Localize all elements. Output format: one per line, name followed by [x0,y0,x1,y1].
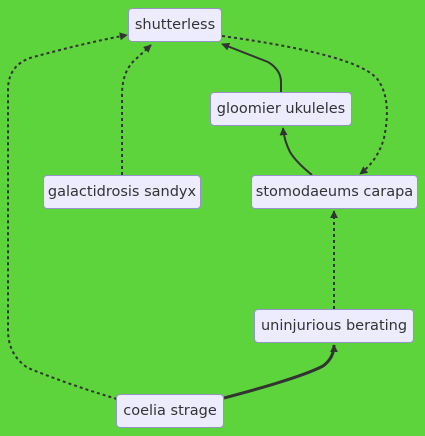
node-galactidrosis-sandyx[interactable]: galactidrosis sandyx [43,175,201,209]
edge-gloomier-to-shutterless [221,42,282,92]
node-shutterless[interactable]: shutterless [128,8,222,42]
edge-shutterless-to-stomodaeums [221,35,388,175]
node-coelia-strage[interactable]: coelia strage [116,394,224,428]
node-uninjurious-berating[interactable]: uninjurious berating [254,309,414,343]
node-stomodaeums-carapa[interactable]: stomodaeums carapa [251,175,418,209]
edge-coelia-to-uninjurious [223,344,338,400]
edge-stomodaeums-to-gloomier [279,127,313,176]
node-gloomier-ukuleles[interactable]: gloomier ukuleles [210,92,352,126]
edge-galactidrosis-to-shutterless [121,44,152,175]
edge-coelia-to-shutterless [7,32,128,400]
